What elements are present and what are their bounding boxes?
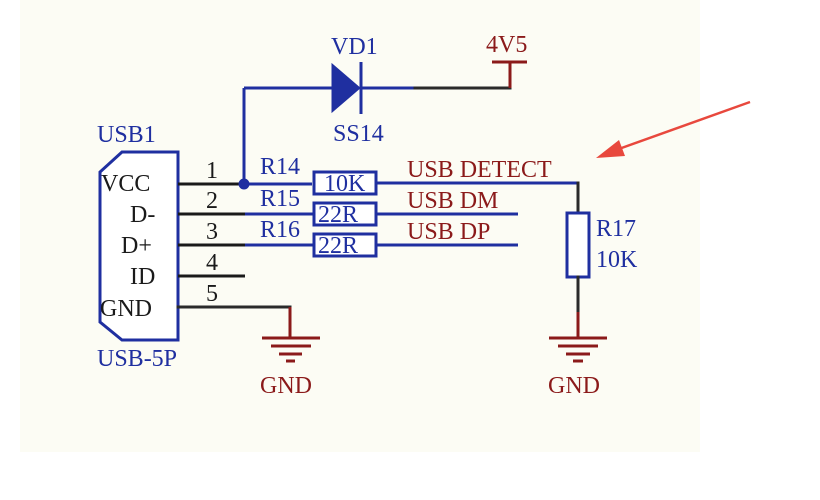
net-label-usb-dm: USB DM bbox=[407, 188, 498, 214]
pin-name-id: ID bbox=[130, 264, 155, 290]
r14-ref: R14 bbox=[260, 154, 300, 180]
pin-number-4: 4 bbox=[206, 250, 218, 276]
annotation-arrow bbox=[596, 100, 751, 158]
ground-symbol-right: GND bbox=[548, 312, 607, 399]
usb-connector-ref: USB1 bbox=[97, 122, 156, 148]
r14-value: 10K bbox=[324, 171, 366, 197]
r15-ref: R15 bbox=[260, 186, 300, 212]
annotation-arrow-head bbox=[596, 140, 625, 158]
r16-value: 22R bbox=[318, 233, 358, 259]
r16-ref: R16 bbox=[260, 217, 300, 243]
pin-number-2: 2 bbox=[206, 188, 218, 214]
annotation-arrow-shaft bbox=[615, 100, 751, 152]
r17-ref: R17 bbox=[596, 216, 636, 242]
power-4v5-symbol: 4V5 bbox=[486, 32, 527, 88]
pin-number-1: 1 bbox=[206, 158, 218, 184]
vcc-junction-dot bbox=[238, 178, 250, 190]
usb-connector: USB1 USB-5P VCC D- D+ ID GND 1 2 3 4 5 bbox=[97, 122, 245, 372]
net-label-usb-dp: USB DP bbox=[407, 219, 490, 245]
pin-name-vcc: VCC bbox=[101, 171, 150, 197]
diode-triangle bbox=[331, 62, 361, 114]
diode-ref: VD1 bbox=[331, 34, 378, 60]
resistor-r15: R15 22R bbox=[260, 186, 378, 228]
ground-right-label: GND bbox=[548, 373, 600, 399]
r15-value: 22R bbox=[318, 202, 358, 228]
r17-body bbox=[565, 211, 591, 279]
net-label-usb-detect: USB DETECT bbox=[407, 157, 552, 183]
pin-number-3: 3 bbox=[206, 219, 218, 245]
diode-part: SS14 bbox=[333, 121, 384, 147]
usb-connector-body bbox=[98, 150, 180, 342]
pin-name-dp: D+ bbox=[121, 233, 152, 259]
diode-vd1: VD1 SS14 bbox=[331, 34, 415, 147]
r17-value: 10K bbox=[596, 247, 638, 273]
power-label: 4V5 bbox=[486, 32, 527, 58]
resistor-r16: R16 22R bbox=[260, 217, 378, 259]
pin-name-dm: D- bbox=[130, 202, 155, 228]
ground-left-label: GND bbox=[260, 373, 312, 399]
ground-symbol-left: GND bbox=[260, 307, 320, 399]
usb-connector-part: USB-5P bbox=[97, 346, 177, 372]
pin-name-gnd: GND bbox=[100, 296, 152, 322]
pin-number-5: 5 bbox=[206, 281, 218, 307]
